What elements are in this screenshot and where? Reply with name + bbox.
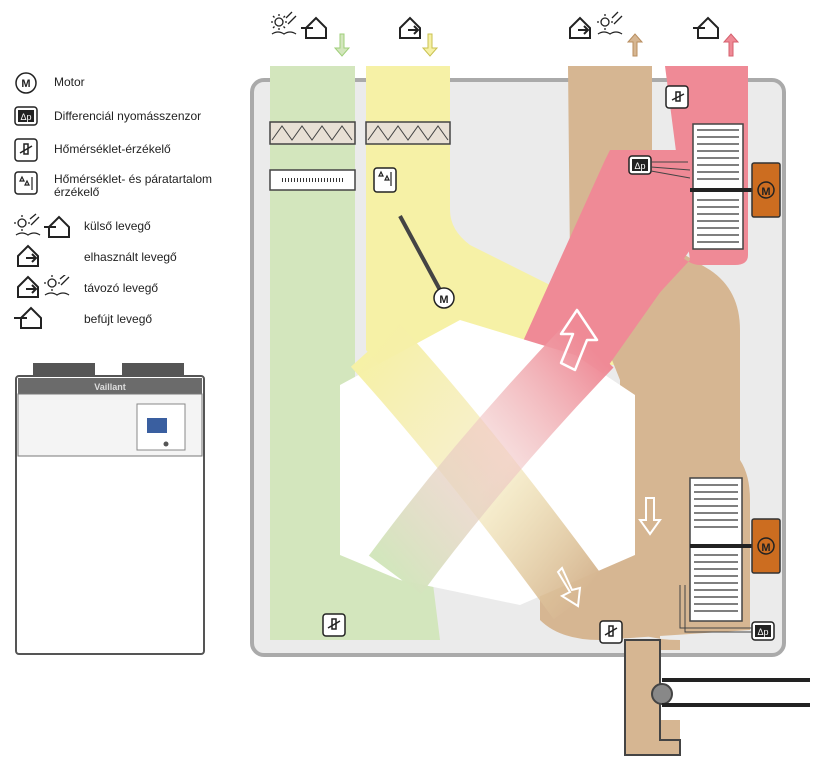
outside-flow-band bbox=[368, 322, 614, 595]
legend-extract bbox=[14, 244, 74, 270]
legend-exhaust bbox=[14, 275, 74, 301]
supply-air-direction-arrow bbox=[722, 33, 740, 57]
legend-supply-label: befújt levegő bbox=[84, 312, 153, 326]
outside-filter-zigzag bbox=[271, 125, 353, 141]
legend-pressure-label: Differenciál nyomásszenzor bbox=[54, 109, 202, 123]
extract-air-direction-arrow bbox=[421, 33, 439, 57]
motor-icon: M bbox=[15, 72, 37, 94]
outside-air-direction-arrow bbox=[333, 33, 351, 57]
outside-air-icon bbox=[14, 213, 70, 238]
supply-heater-fins bbox=[697, 129, 739, 243]
extract-air-icon bbox=[17, 244, 39, 267]
exhaust-air-direction-arrow bbox=[626, 33, 644, 57]
svg-text:Δp: Δp bbox=[634, 161, 645, 171]
pressure-sensor-icon: Δp bbox=[14, 106, 38, 126]
legend-extract-label: elhasznált levegő bbox=[84, 250, 177, 264]
legend-supply bbox=[14, 306, 74, 332]
device-brand: Vaillant bbox=[94, 382, 126, 392]
legend-motor-label: Motor bbox=[54, 75, 85, 89]
extract-air-duct bbox=[366, 66, 665, 480]
temp-sensor-exhaust bbox=[599, 620, 623, 644]
bypass-damper-blade bbox=[398, 215, 442, 291]
outside-air-filter bbox=[269, 121, 356, 145]
drain-valve bbox=[651, 683, 673, 705]
extract-air-port-icon bbox=[399, 16, 421, 39]
device-display bbox=[147, 418, 167, 433]
supply-air-icon bbox=[14, 306, 42, 329]
svg-text:M: M bbox=[21, 78, 30, 90]
legend-temp bbox=[14, 137, 40, 163]
legend-temp-label: Hőmérséklet-érzékelő bbox=[54, 142, 171, 156]
device-knob bbox=[163, 441, 169, 447]
supply-flow-arrow bbox=[559, 308, 599, 372]
bypass-damper-motor bbox=[433, 287, 455, 309]
legend-exhaust-label: távozó levegő bbox=[84, 281, 159, 295]
supply-air-port-icon bbox=[693, 16, 719, 39]
exhaust-air-port-icon bbox=[569, 11, 623, 39]
legend-temp-humidity-label: Hőmérséklet- és páratartalom érzékelő bbox=[54, 172, 213, 199]
pressure-sensor-supply-tubes bbox=[650, 161, 691, 179]
temp-humidity-sensor-extract bbox=[373, 167, 397, 193]
legend-motor: M bbox=[14, 70, 40, 96]
svg-text:Δp: Δp bbox=[20, 112, 31, 122]
pressure-sensor-exhaust-tubes bbox=[679, 585, 752, 633]
exhaust-motor-label: M bbox=[761, 542, 770, 554]
pressure-sensor-exhaust: Δp bbox=[751, 621, 775, 641]
temp-sensor-supply bbox=[665, 85, 689, 109]
supply-motor-label: M bbox=[761, 186, 770, 198]
temp-humidity-sensor-icon bbox=[14, 171, 38, 195]
exhaust-air-icon bbox=[17, 275, 70, 298]
exhaust-flow-arrow bbox=[556, 566, 582, 608]
extract-down-arrow bbox=[638, 497, 662, 536]
supply-fan-motor bbox=[751, 162, 781, 218]
temp-sensor-icon bbox=[14, 138, 38, 162]
device-top-port-left bbox=[33, 363, 95, 377]
outside-air-duct bbox=[270, 66, 440, 640]
legend-pressure: Δp bbox=[14, 104, 40, 130]
exhaust-heater-fins bbox=[694, 484, 738, 612]
legend-outside-label: külső levegő bbox=[84, 219, 151, 233]
exhaust-fan-motor-symbol bbox=[757, 537, 775, 555]
temp-sensor-outside bbox=[322, 613, 346, 637]
svg-text:Δp: Δp bbox=[757, 627, 768, 637]
exhaust-fan-motor bbox=[751, 518, 781, 574]
device-top-port-right bbox=[122, 363, 184, 377]
supply-air-duct bbox=[520, 66, 748, 400]
bypass-motor-label: M bbox=[439, 294, 448, 306]
drain-pipe bbox=[662, 678, 810, 707]
extract-filter-zigzag bbox=[367, 125, 449, 141]
supply-heater-coil bbox=[692, 123, 744, 250]
outside-air-port-icon bbox=[271, 11, 327, 39]
legend-outside bbox=[14, 213, 74, 239]
device-top-band bbox=[18, 378, 202, 394]
supply-fan-motor-symbol bbox=[757, 181, 775, 199]
pressure-sensor-supply: Δp bbox=[628, 155, 652, 175]
legend-temp-humidity bbox=[14, 170, 40, 196]
